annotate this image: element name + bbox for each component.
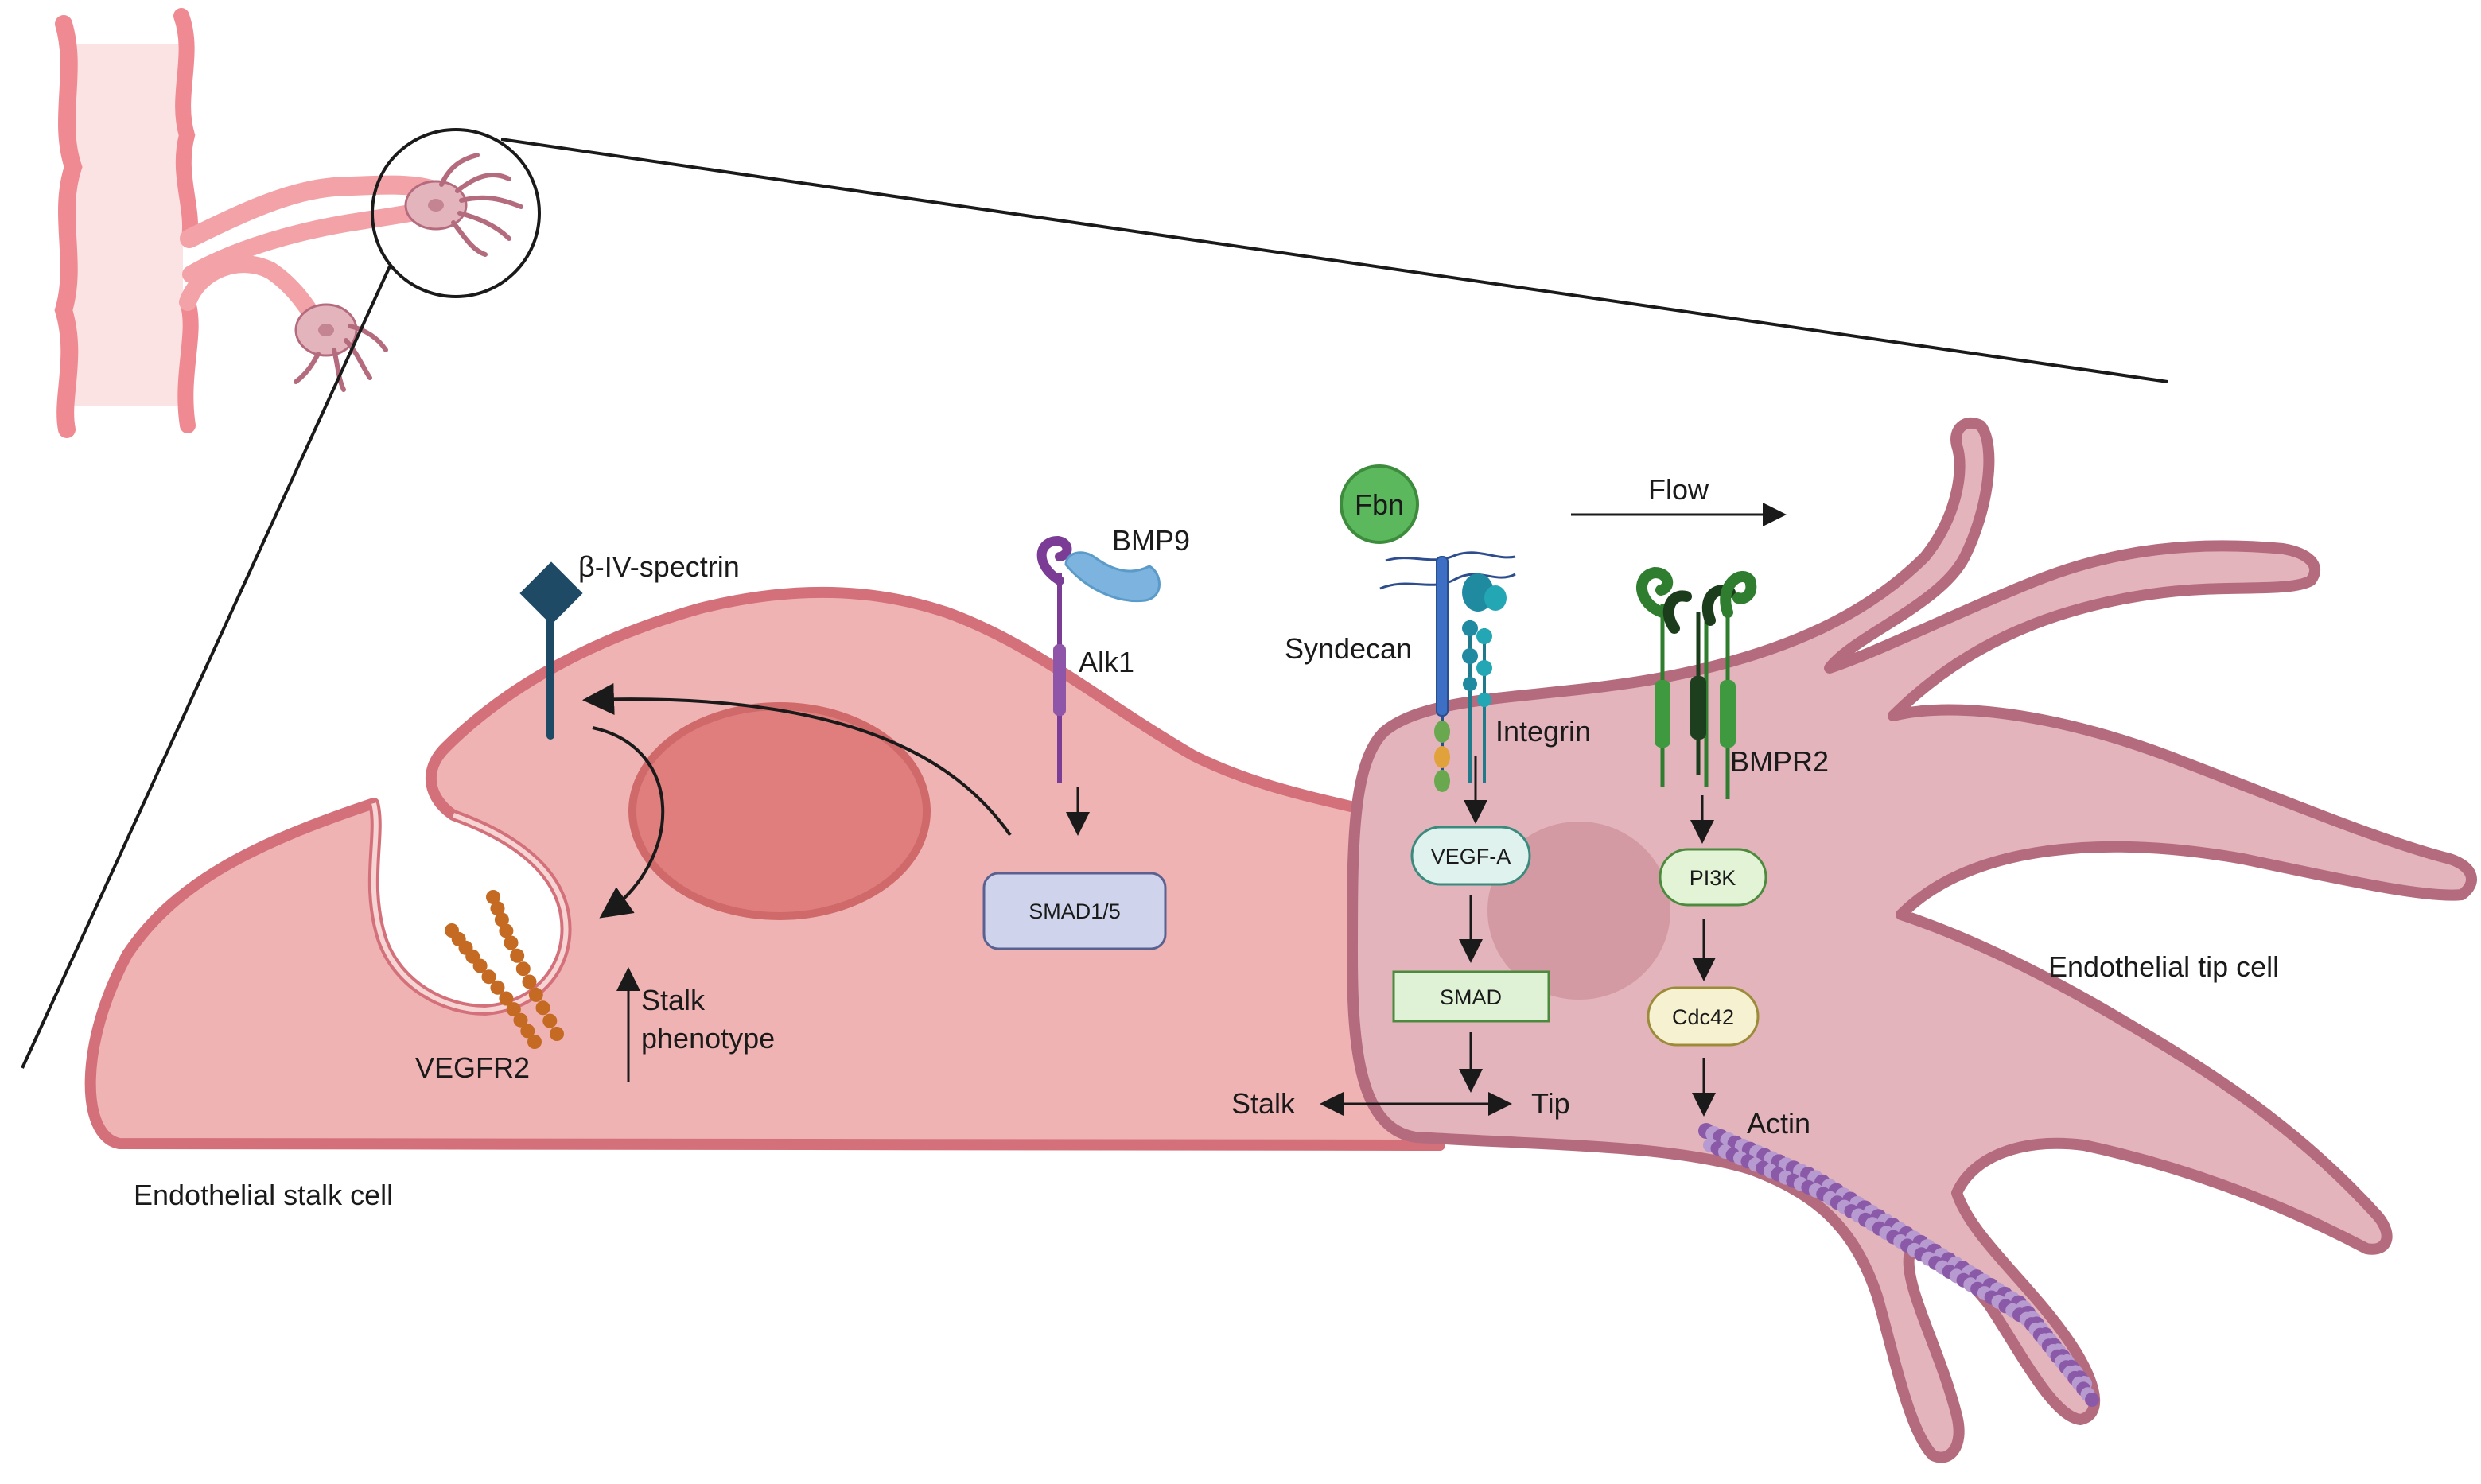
vegfr2-bead [510, 948, 525, 963]
label-flow: Flow [1648, 473, 1709, 506]
vegfr2-bead [499, 991, 514, 1006]
label-cdc42: Cdc42 [1672, 1005, 1734, 1029]
vegfa-box [1410, 826, 1531, 886]
label-fbn: Fbn [1355, 488, 1404, 521]
stalk-cell [84, 586, 1445, 1151]
zoom-line-bottom [21, 266, 391, 1069]
vegfr2-bead [506, 1002, 521, 1017]
vegfr2-bead [513, 1012, 528, 1028]
label-endothelial-stalk-cell: Endothelial stalk cell [134, 1179, 393, 1211]
fbn-ligand [1340, 464, 1419, 544]
label-syndecan: Syndecan [1285, 632, 1412, 665]
stalk-nucleus [628, 702, 931, 920]
pi3k-box [1659, 848, 1767, 907]
vegfr2-bead [481, 969, 496, 985]
vegfr2-bead [520, 1024, 535, 1039]
label-bmp9: BMP9 [1112, 524, 1190, 557]
vegfr2-receptor [445, 890, 564, 1049]
vegfr2-bead [535, 1000, 550, 1016]
vegfr2-bead [486, 890, 500, 904]
label-vegfa: VEGF-A [1431, 845, 1511, 868]
syndecan-integrin-complex [1379, 551, 1516, 792]
label-tip: Tip [1531, 1087, 1570, 1120]
vegfr2-bead [550, 1027, 564, 1041]
label-stalk: Stalk [1231, 1087, 1296, 1120]
label-stalk-phenotype-1: Stalk [641, 984, 706, 1016]
label-stalk-phenotype-2: phenotype [641, 1022, 775, 1055]
label-smad: SMAD [1440, 985, 1502, 1009]
label-beta-iv-spectrin: β-IV-spectrin [578, 550, 740, 583]
smad15-box [982, 872, 1167, 950]
alk1-receptor [1036, 535, 1072, 783]
zoom-line-top [500, 138, 2168, 383]
beta-iv-spectrin-protein [519, 561, 583, 740]
vegfr2-bead [527, 1035, 542, 1049]
vegfr2-bead [472, 958, 488, 973]
actin-bead [2085, 1393, 2099, 1407]
bmpr2-receptor [1636, 566, 1757, 799]
vegfr2-bead [504, 935, 519, 950]
label-smad15: SMAD1/5 [1029, 899, 1121, 923]
vegfr2-bead [528, 987, 543, 1002]
actin-filament [1698, 1123, 2099, 1407]
label-integrin: Integrin [1495, 715, 1591, 748]
vegfr2-bead [490, 901, 505, 916]
bmp9-ligand [1064, 551, 1161, 603]
smad-box [1392, 970, 1550, 1023]
vegfr2-bead [515, 961, 531, 977]
cdc42-box [1647, 986, 1760, 1047]
tip-cell [1347, 417, 2477, 1463]
vegfr2-bead [490, 980, 505, 995]
vessel-inset [54, 8, 541, 438]
label-alk1: Alk1 [1079, 646, 1134, 678]
vegfr2-bead [499, 923, 514, 938]
arrow-spectrin-to-vegfr2 [592, 726, 665, 919]
vegfr2-bead [542, 1013, 558, 1028]
vegfr2-bead [522, 974, 537, 989]
tip-nucleus [1487, 822, 1670, 1000]
label-vegfr2: VEGFR2 [415, 1051, 530, 1084]
label-actin: Actin [1747, 1107, 1810, 1140]
label-pi3k: PI3K [1690, 866, 1736, 890]
vegfr2-bead [494, 912, 509, 927]
arrow-smad15-to-spectrin [582, 683, 1012, 837]
label-endothelial-tip-cell: Endothelial tip cell [2048, 950, 2279, 983]
label-bmpr2: BMPR2 [1730, 745, 1829, 778]
